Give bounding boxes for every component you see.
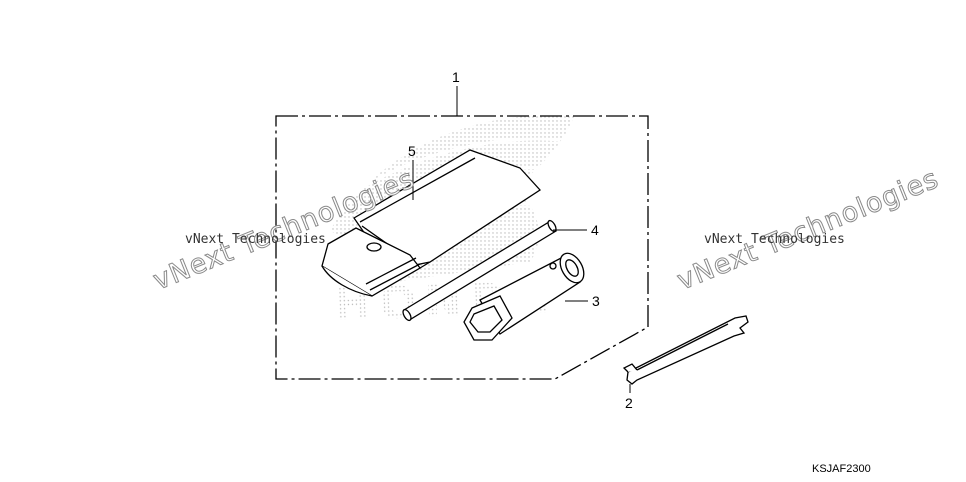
plug-wrench [463,252,585,341]
watermark-small-left: vNext Technologies [185,232,326,247]
tool-bag [321,149,541,297]
watermark-right: vNext Technologies vNext Technologies [673,163,944,297]
watermark-small-right: vNext Technologies [704,232,845,247]
callout-4: 4 [591,222,599,238]
watermark-big-right: vNext Technologies [673,163,943,296]
open-end-wrench [622,315,749,385]
callout-1: 1 [452,69,460,85]
tommy-bar [402,219,557,322]
kit-boundary [275,115,649,380]
part-code: KSJAF2300 [812,463,871,475]
callout-2: 2 [625,395,633,411]
callout-5: 5 [408,143,416,159]
callout-3: 3 [592,293,600,309]
